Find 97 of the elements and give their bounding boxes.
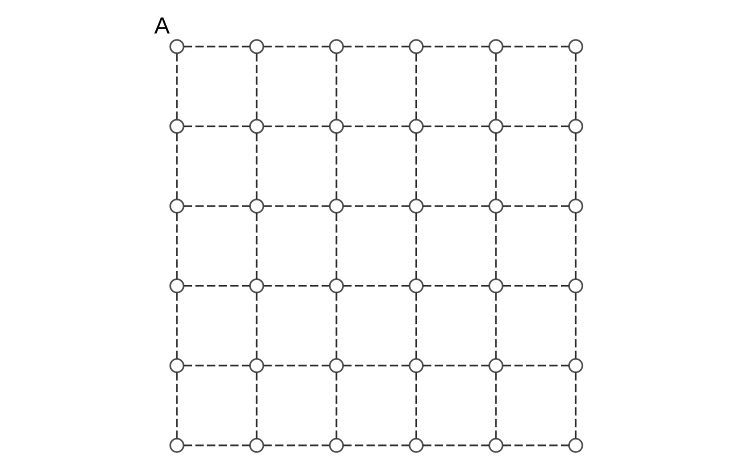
node-circle <box>488 39 503 54</box>
connector <box>414 212 417 280</box>
connector <box>183 46 250 48</box>
node-circle <box>408 118 424 134</box>
connector <box>422 364 489 366</box>
node-circle <box>568 118 583 134</box>
connector <box>494 292 496 359</box>
node-circle <box>408 39 424 54</box>
connector <box>414 292 417 359</box>
node-circle <box>328 198 344 214</box>
connector <box>574 292 576 359</box>
node-circle <box>168 438 184 453</box>
connector <box>263 285 330 287</box>
connector <box>335 212 337 280</box>
connector <box>342 205 409 207</box>
connector <box>255 372 257 439</box>
connector <box>502 46 568 48</box>
node-circle <box>408 198 424 214</box>
node-circle <box>328 358 344 374</box>
connector <box>494 133 496 200</box>
connector <box>176 53 178 120</box>
connector <box>335 292 337 359</box>
connector <box>502 205 568 207</box>
connector <box>414 133 417 200</box>
node-circle <box>568 198 583 214</box>
connector <box>342 285 409 287</box>
connector <box>494 212 496 280</box>
connector <box>183 444 250 446</box>
node-circle <box>328 278 344 294</box>
connector <box>342 46 409 48</box>
connector <box>183 364 250 366</box>
connector <box>255 292 257 359</box>
node-circle <box>568 438 583 453</box>
node-circle <box>488 198 503 214</box>
node-circle <box>168 278 184 294</box>
node-circle <box>168 39 184 54</box>
connector <box>414 372 417 439</box>
connector <box>183 205 250 207</box>
connector <box>335 53 337 120</box>
node-circle <box>488 438 503 453</box>
node-label: A <box>154 12 170 39</box>
node-circle <box>568 39 583 54</box>
connector <box>574 212 576 280</box>
connector <box>255 53 257 120</box>
connector <box>335 133 337 200</box>
connector <box>494 372 496 439</box>
connector <box>422 285 489 287</box>
connector <box>502 364 568 366</box>
connector <box>502 285 568 287</box>
node-circle <box>168 118 184 134</box>
connector <box>183 126 250 128</box>
connector <box>574 133 576 200</box>
connector <box>255 212 257 280</box>
connector <box>183 285 250 287</box>
connector <box>494 53 496 120</box>
node-circle <box>328 438 344 453</box>
connector <box>502 444 568 446</box>
node-circle <box>248 438 264 453</box>
connector <box>263 126 330 128</box>
connector <box>176 212 178 280</box>
connector <box>422 126 489 128</box>
node-circle <box>488 278 503 294</box>
node-circle <box>408 278 424 294</box>
node-circle <box>168 198 184 214</box>
connector <box>574 53 576 120</box>
node-circle <box>488 358 503 374</box>
connector <box>574 372 576 439</box>
node-circle <box>248 358 264 374</box>
connector <box>414 53 417 120</box>
connector <box>176 133 178 200</box>
connector <box>342 126 409 128</box>
node-circle <box>488 118 503 134</box>
connector <box>255 133 257 200</box>
node-circle <box>248 39 264 54</box>
node-circle <box>328 118 344 134</box>
node-circle <box>248 198 264 214</box>
node-circle <box>248 118 264 134</box>
node-circle <box>248 278 264 294</box>
connector <box>502 126 568 128</box>
node-circle <box>408 358 424 374</box>
node-circle <box>568 358 583 374</box>
node-circle <box>568 278 583 294</box>
node-circle <box>328 39 344 54</box>
connector <box>342 444 409 446</box>
connector <box>422 46 489 48</box>
connector <box>176 292 178 359</box>
connector <box>422 444 489 446</box>
connector <box>263 46 330 48</box>
node-circle <box>168 358 184 374</box>
connector <box>335 372 337 439</box>
connector <box>263 205 330 207</box>
connector <box>342 364 409 366</box>
node-circle <box>408 438 424 453</box>
connector <box>263 444 330 446</box>
connector <box>263 364 330 366</box>
connector <box>176 372 178 439</box>
connector <box>422 205 489 207</box>
